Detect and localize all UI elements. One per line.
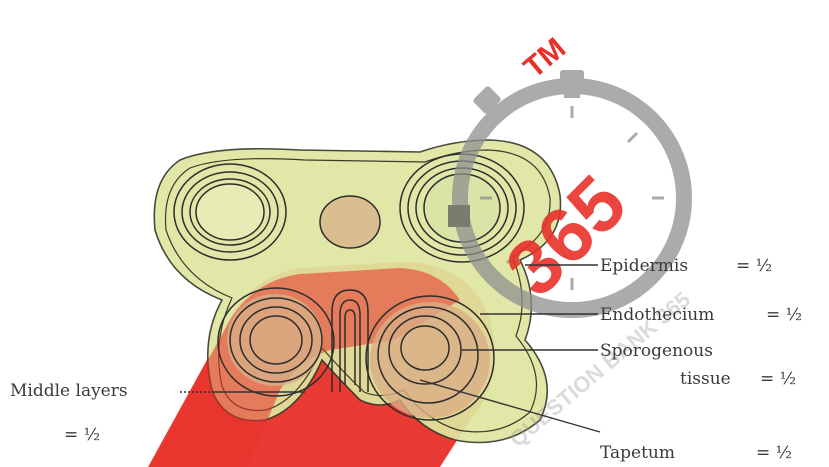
label-sporogenous-line1: Sporogenous [600, 341, 713, 361]
label-endothecium: Endothecium [600, 305, 714, 325]
label-epidermis-marks: = ½ [736, 256, 772, 276]
label-tapetum-marks: = ½ [756, 443, 792, 463]
label-tapetum: Tapetum [600, 443, 675, 463]
label-sporogenous-line2: tissue [680, 369, 731, 389]
label-sporogenous-marks: = ½ [760, 369, 796, 389]
label-middle-layers: Middle layers [10, 381, 128, 401]
label-endothecium-marks: = ½ [766, 305, 802, 325]
label-middle-layers-marks: = ½ [64, 425, 100, 445]
label-epidermis: Epidermis [600, 256, 688, 276]
